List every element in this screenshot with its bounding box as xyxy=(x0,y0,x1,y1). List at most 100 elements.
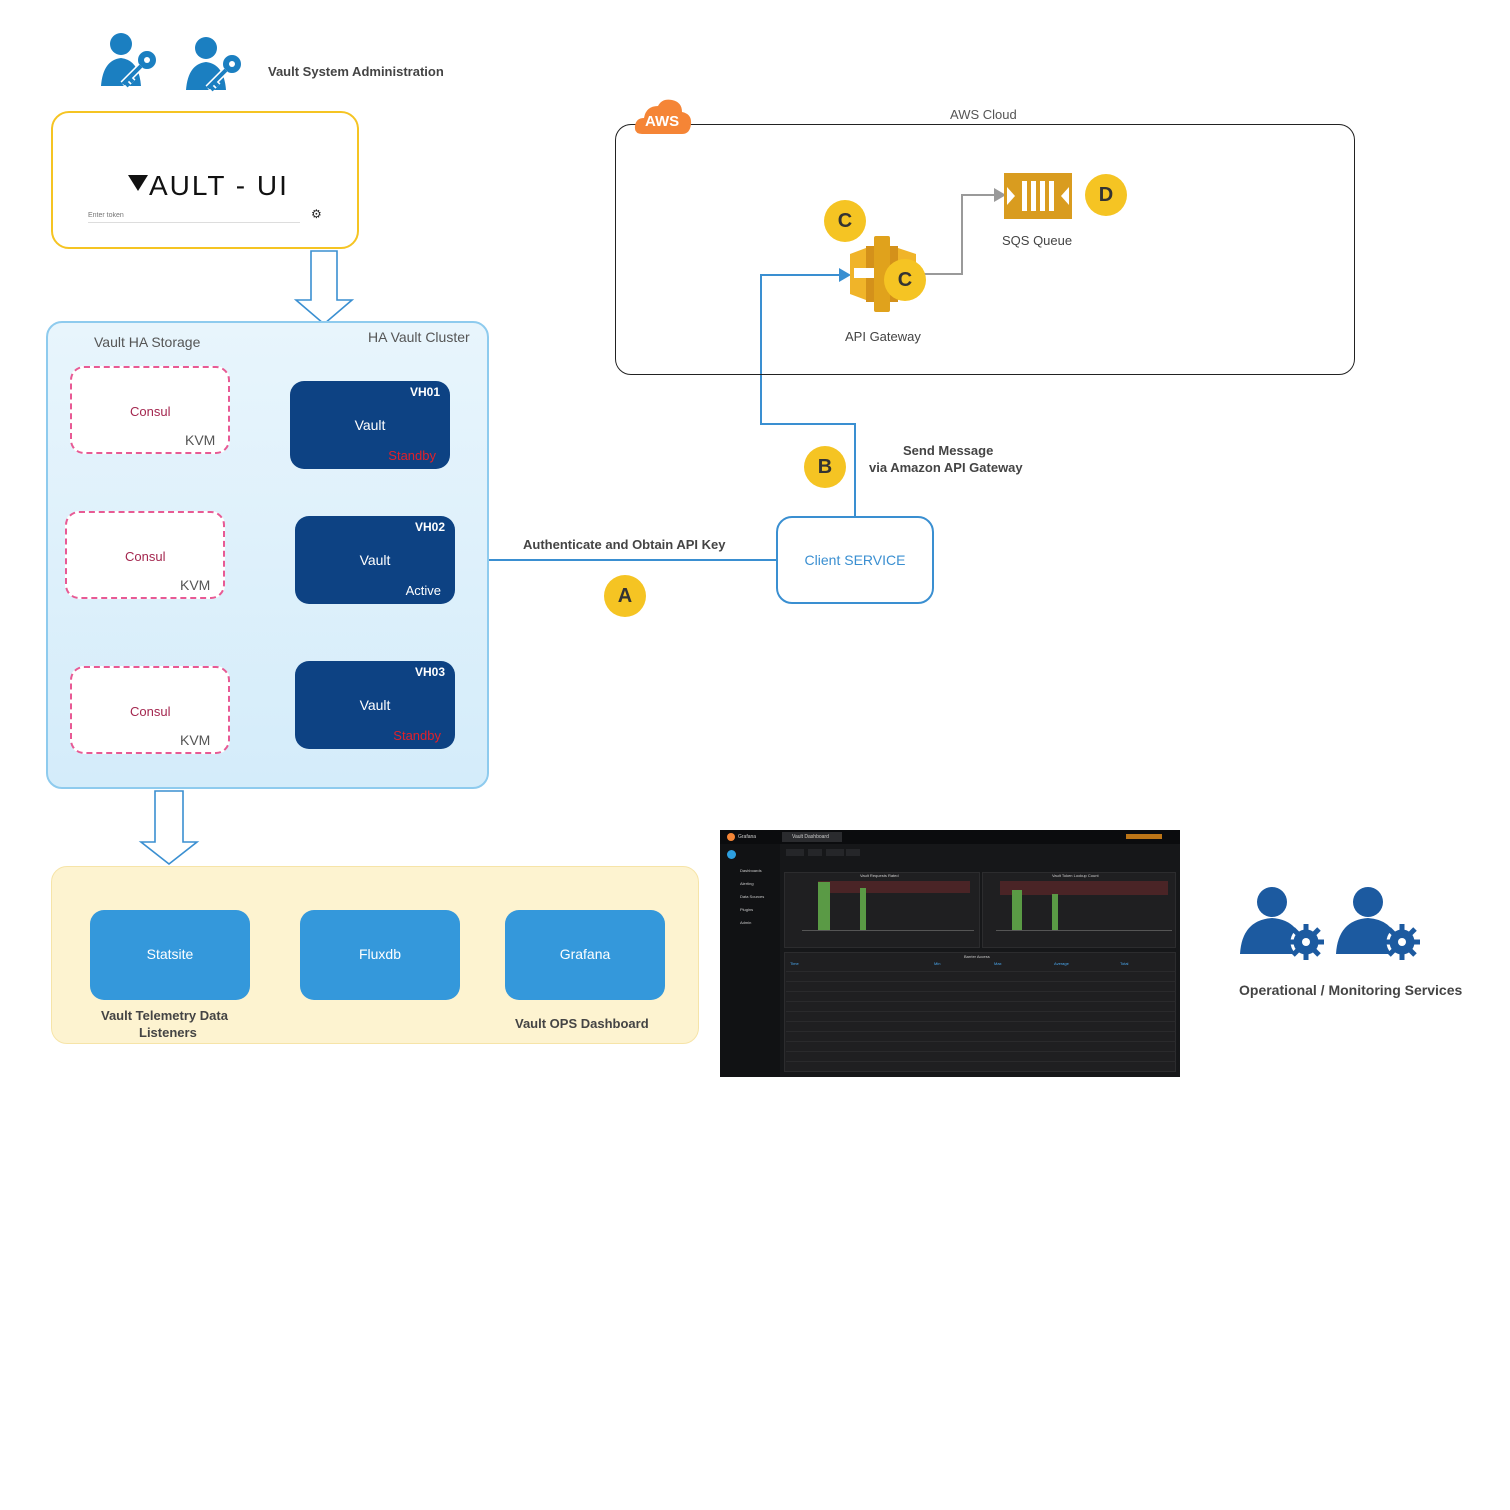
grafana-sidebar-item: Alerting xyxy=(740,881,754,886)
vault-node-id: VH03 xyxy=(414,665,445,679)
grafana-variable-chip xyxy=(786,849,804,856)
grafana-dashboard-picker xyxy=(782,832,842,842)
flow-gateway-to-sqs-line xyxy=(922,194,996,275)
vault-node-name: Vault xyxy=(359,552,391,568)
vault-ui-logo-text: AULT - UI xyxy=(149,170,289,201)
gear-user-icon xyxy=(1336,887,1420,960)
client-service-box[interactable]: Client SERVICE xyxy=(776,516,934,604)
grafana-box[interactable]: Grafana xyxy=(505,910,665,1000)
vault-ui-logo: AULT - UI xyxy=(128,170,289,202)
consul-kvm: KVM xyxy=(180,732,211,748)
grafana-sidebar-item: Dashboards xyxy=(740,868,762,873)
vault-node-vh01[interactable]: VH01 Vault Standby xyxy=(290,381,450,469)
grafana-table-header: Max xyxy=(994,961,1002,966)
grafana-table-row xyxy=(786,1061,1176,1062)
grafana-table-header: Average xyxy=(1054,961,1069,966)
vault-node-state: Standby xyxy=(388,448,436,463)
grafana-variable-chip xyxy=(808,849,822,856)
step-badge-d: D xyxy=(1085,174,1127,216)
grafana-dashboard-screenshot: Grafana Vault Dashboard Dashboards Alert… xyxy=(720,830,1180,1077)
arrow-cluster-to-telemetry xyxy=(138,790,200,866)
grafana-table-row xyxy=(786,971,1176,972)
grafana-graph-area xyxy=(818,882,830,930)
gear-icon[interactable]: ⚙ xyxy=(311,207,322,221)
cluster-title: HA Vault Cluster xyxy=(368,329,470,345)
statsite-label: Statsite xyxy=(146,946,194,962)
consul-name: Consul xyxy=(125,549,166,564)
grafana-axis xyxy=(996,930,1172,931)
sqs-queue-icon[interactable] xyxy=(1004,173,1072,219)
send-message-label-1: Send Message xyxy=(903,443,994,458)
grafana-time-range xyxy=(1126,834,1162,839)
grafana-dashboard-title: Vault Dashboard xyxy=(792,834,829,840)
grafana-variable-chip xyxy=(846,849,860,856)
client-service-label: Client SERVICE xyxy=(804,552,906,568)
grafana-sidebar xyxy=(720,844,780,1077)
step-badge-b: B xyxy=(804,446,846,488)
vault-node-vh02[interactable]: VH02 Vault Active xyxy=(295,516,455,604)
fluxdb-label: Fluxdb xyxy=(358,946,402,962)
grafana-table-row xyxy=(786,991,1176,992)
statsite-box[interactable]: Statsite xyxy=(90,910,250,1000)
grafana-table-header: Time xyxy=(790,961,799,966)
grafana-sidebar-item: Plugins xyxy=(740,907,754,912)
grafana-panel-title: Vault Token Lookup Count xyxy=(1052,873,1099,878)
grafana-variable-chip xyxy=(826,849,844,856)
admin-label: Vault System Administration xyxy=(268,64,444,79)
grafana-graph-area xyxy=(1052,894,1058,930)
gear-user-icon xyxy=(1240,887,1324,960)
aws-cloud-container xyxy=(615,124,1355,375)
vault-node-vh03[interactable]: VH03 Vault Standby xyxy=(295,661,455,749)
grafana-sidebar-item: Data Sources xyxy=(740,894,765,899)
step-badge-a: A xyxy=(604,575,646,617)
ops-dashboard-label: Vault OPS Dashboard xyxy=(515,1016,649,1031)
aws-cloud-label: AWS Cloud xyxy=(950,107,1017,122)
grafana-table-row xyxy=(786,1021,1176,1022)
consul-name: Consul xyxy=(130,704,171,719)
api-gateway-label: API Gateway xyxy=(845,329,921,344)
send-message-label-2: via Amazon API Gateway xyxy=(869,460,1023,475)
consul-node[interactable]: Consul KVM xyxy=(65,511,225,599)
vault-node-name: Vault xyxy=(359,697,391,713)
admin-key-user-icon xyxy=(186,37,243,93)
vault-ui-panel xyxy=(51,111,359,249)
step-badge-c: C xyxy=(884,259,926,301)
token-input[interactable] xyxy=(88,209,300,223)
grafana-table-row xyxy=(786,1031,1176,1032)
grafana-table-panel xyxy=(784,952,1176,1072)
grafana-table-row xyxy=(786,1041,1176,1042)
consul-name: Consul xyxy=(130,404,171,419)
grafana-table-row xyxy=(786,1011,1176,1012)
grafana-brand: Grafana xyxy=(738,834,757,840)
storage-title: Vault HA Storage xyxy=(94,334,201,350)
listeners-label-line-1: Vault Telemetry Data xyxy=(101,1008,228,1023)
grafana-sidebar-item: Admin xyxy=(740,920,752,925)
admin-key-user-icon xyxy=(101,33,158,89)
grafana-graph-area xyxy=(860,888,866,930)
grafana-panel-title: Vault Requests Rated xyxy=(860,873,899,878)
flow-send-message-line xyxy=(760,274,856,516)
vault-node-state: Standby xyxy=(393,728,441,743)
consul-node[interactable]: Consul KVM xyxy=(70,366,230,454)
grafana-avatar-icon xyxy=(727,850,736,859)
grafana-axis xyxy=(802,930,974,931)
vault-node-state: Active xyxy=(405,583,441,598)
aws-cloud-icon xyxy=(634,99,692,134)
ops-services-label: Operational / Monitoring Services xyxy=(1239,982,1463,998)
consul-kvm: KVM xyxy=(185,432,216,448)
grafana-threshold-band xyxy=(1000,881,1168,895)
grafana-table-row xyxy=(786,1051,1176,1052)
vault-node-id: VH02 xyxy=(414,520,445,534)
grafana-table-title: Barrier Access xyxy=(964,954,990,959)
grafana-graph-area xyxy=(1012,890,1022,930)
aws-badge-text: AWS xyxy=(645,113,680,130)
fluxdb-box[interactable]: Fluxdb xyxy=(300,910,460,1000)
grafana-table-row xyxy=(786,981,1176,982)
vault-node-name: Vault xyxy=(354,417,386,433)
vault-triangle-icon xyxy=(128,175,148,191)
grafana-table-row xyxy=(786,1001,1176,1002)
arrow-ui-to-cluster xyxy=(293,250,355,326)
consul-node[interactable]: Consul KVM xyxy=(70,666,230,754)
grafana-logo-icon xyxy=(727,833,735,841)
grafana-label: Grafana xyxy=(559,946,611,962)
